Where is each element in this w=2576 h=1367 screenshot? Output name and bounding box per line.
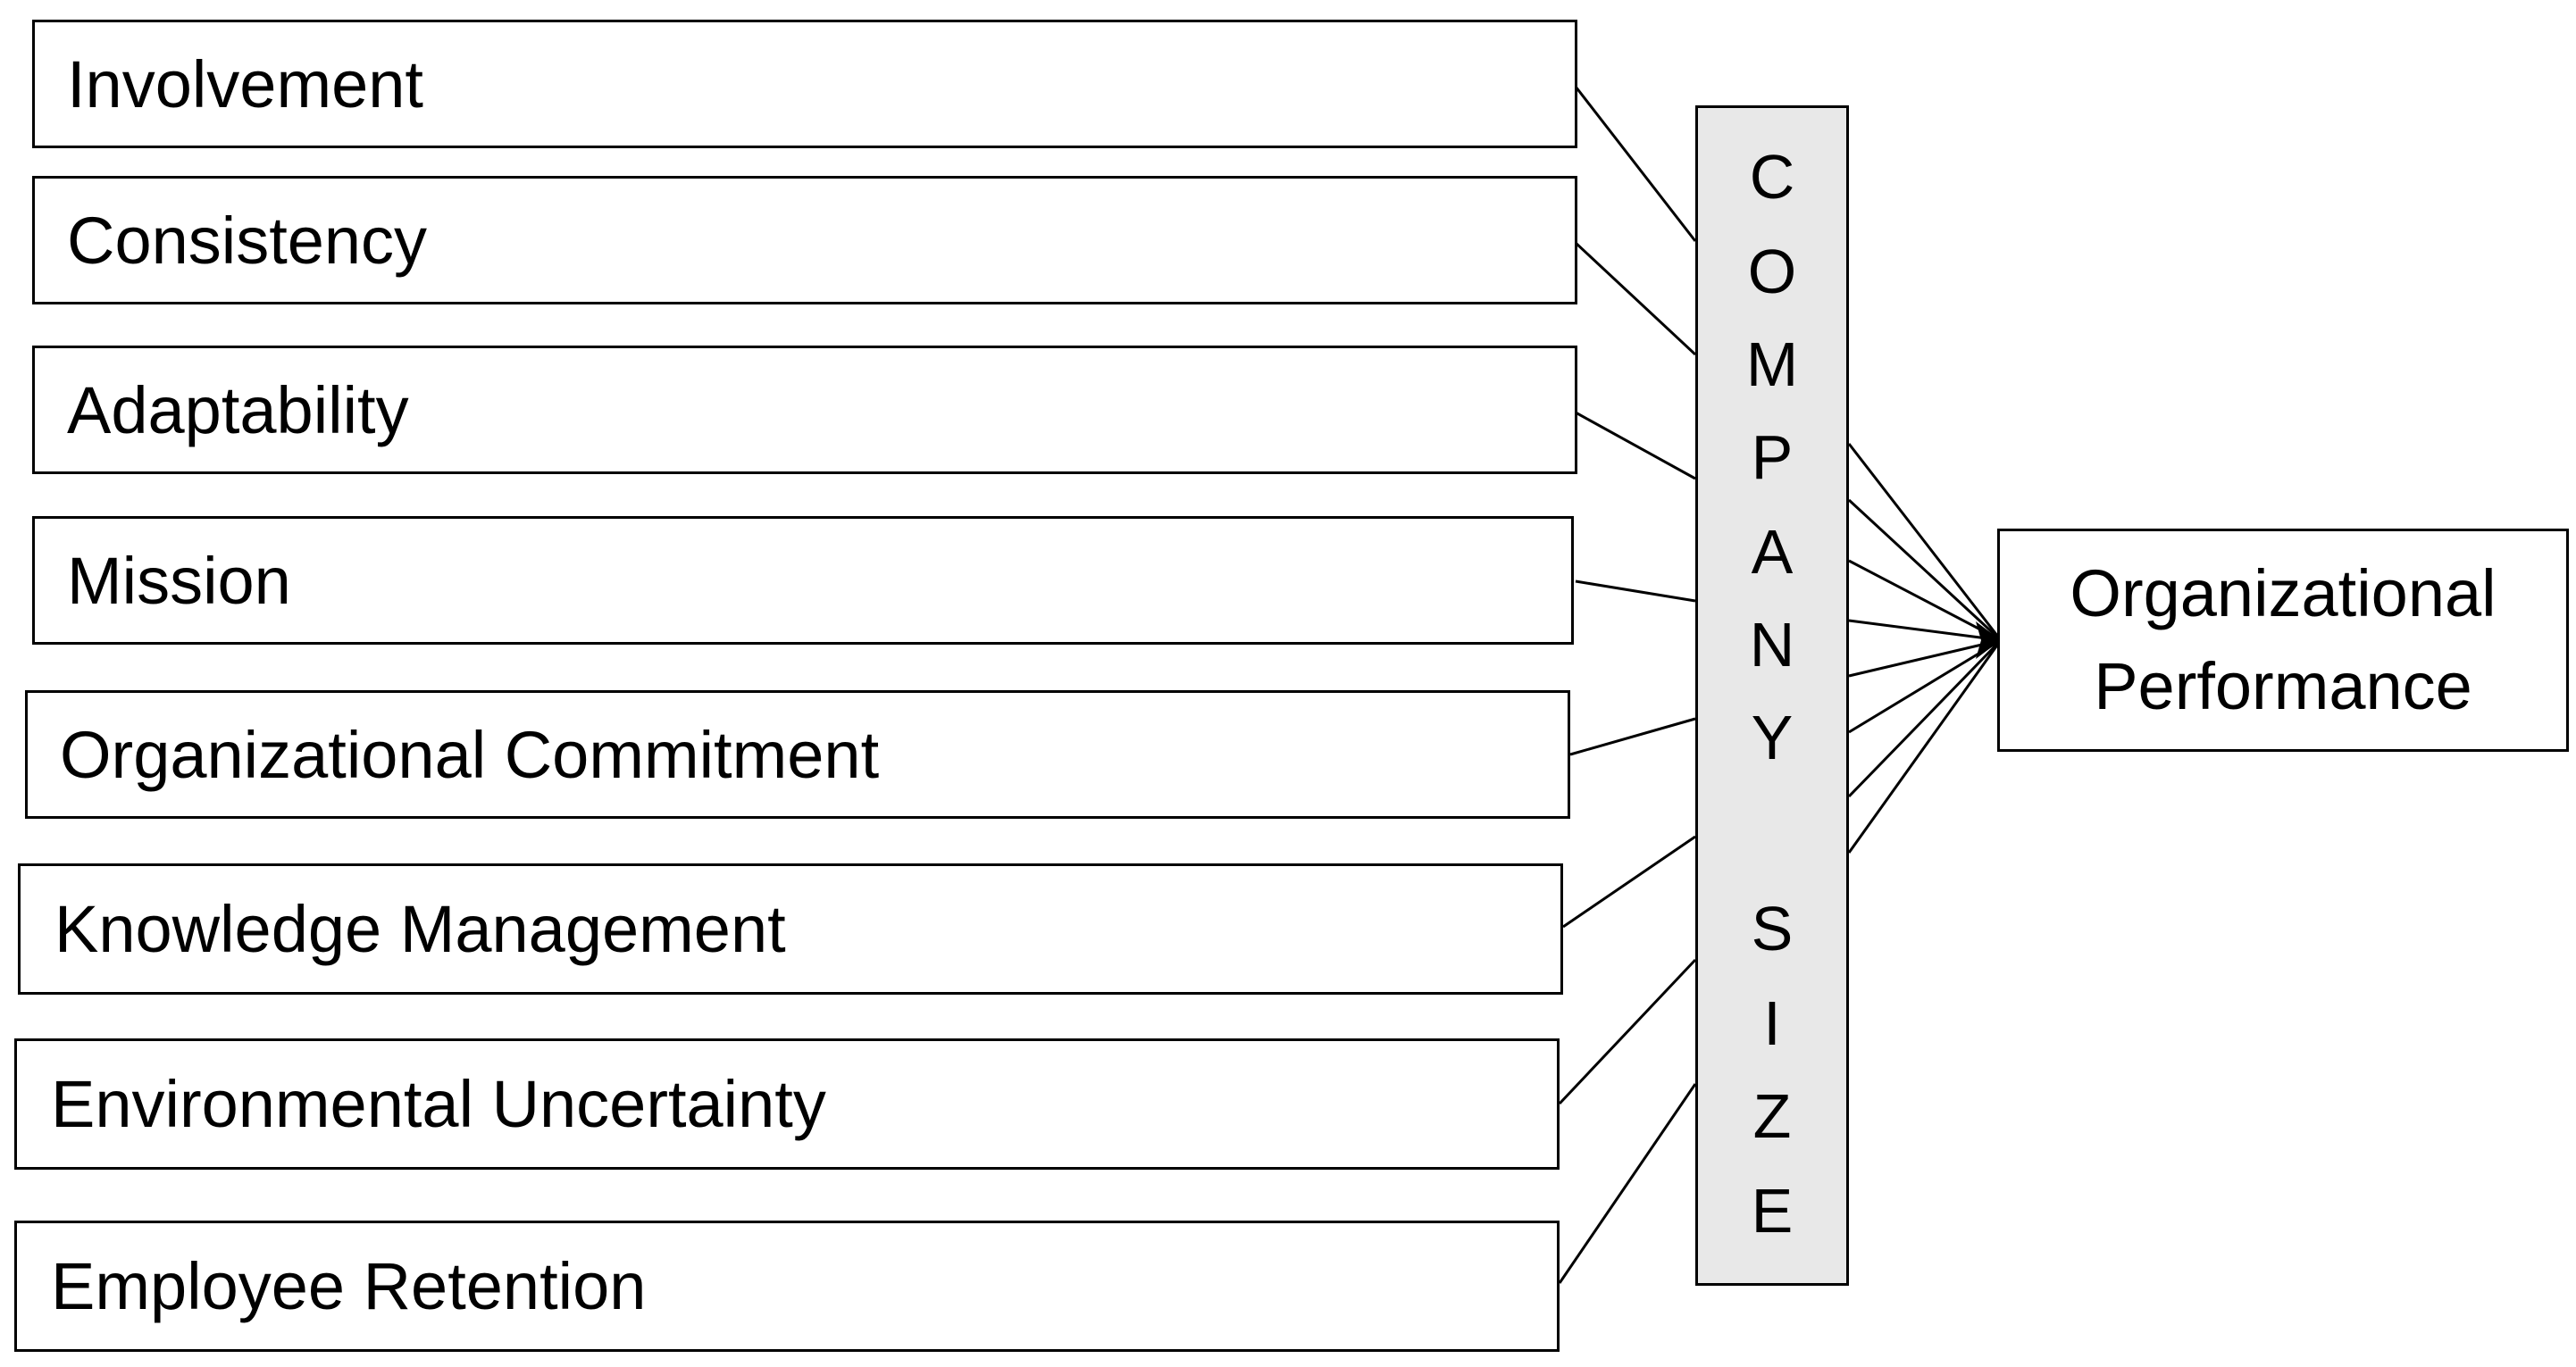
moderator-letter: O (1747, 237, 1797, 306)
connector-knowledge-management (1562, 835, 1696, 929)
outcome-label-line2: Performance (2094, 649, 2472, 723)
moderator-letter: A (1751, 517, 1794, 587)
factor-box-organizational-commitment: Organizational Commitment (25, 690, 1570, 819)
moderator-letter: Y (1751, 703, 1794, 772)
connector-environmental-uncertainty (1558, 958, 1697, 1105)
moderator-letter: M (1745, 329, 1799, 399)
connector-out-8 (1847, 639, 2003, 854)
connector-adaptability (1575, 411, 1696, 480)
connector-out-5 (1848, 638, 2002, 678)
moderator-letter: C (1749, 142, 1795, 212)
factor-label: Organizational Commitment (60, 717, 880, 792)
connector-out-4 (1848, 619, 2002, 642)
factor-label: Employee Retention (51, 1249, 647, 1323)
factor-box-knowledge-management: Knowledge Management (18, 863, 1563, 995)
factor-label: Consistency (67, 203, 428, 278)
moderator-letter: P (1751, 422, 1794, 492)
factor-box-adaptability: Adaptability (32, 346, 1577, 474)
connector-out-7 (1847, 638, 2003, 798)
factor-label: Involvement (67, 46, 423, 121)
connector-out-1 (1847, 443, 2003, 641)
connector-out-3 (1848, 559, 2002, 642)
factor-label: Environmental Uncertainty (51, 1067, 826, 1141)
connector-out-2 (1847, 498, 2003, 642)
moderator-letter: N (1749, 610, 1795, 679)
connector-involvement (1574, 86, 1697, 242)
factor-label: Adaptability (67, 372, 409, 447)
connector-employee-retention (1558, 1083, 1697, 1284)
outcome-box-organizational-performance: Organizational Performance (1997, 529, 2569, 752)
connector-consistency (1574, 241, 1697, 356)
moderator-company-size: C O M P A N Y S I Z E (1695, 105, 1849, 1286)
factor-label: Knowledge Management (54, 892, 786, 966)
factor-box-consistency: Consistency (32, 176, 1577, 304)
outcome-label-line1: Organizational (2070, 556, 2497, 631)
arrowhead-icon (1976, 621, 2001, 659)
factor-label: Mission (67, 543, 291, 618)
connector-out-6 (1848, 638, 2002, 734)
connector-organizational-commitment (1569, 717, 1696, 756)
factor-box-mission: Mission (32, 516, 1574, 645)
moderator-letter: I (1763, 988, 1781, 1058)
moderator-letter: Z (1752, 1081, 1792, 1151)
factor-box-involvement: Involvement (32, 20, 1577, 148)
moderator-letter: S (1751, 894, 1794, 963)
factor-box-employee-retention: Employee Retention (14, 1221, 1560, 1352)
connector-mission (1575, 579, 1696, 603)
moderator-letter: E (1751, 1176, 1794, 1246)
factor-box-environmental-uncertainty: Environmental Uncertainty (14, 1038, 1560, 1170)
